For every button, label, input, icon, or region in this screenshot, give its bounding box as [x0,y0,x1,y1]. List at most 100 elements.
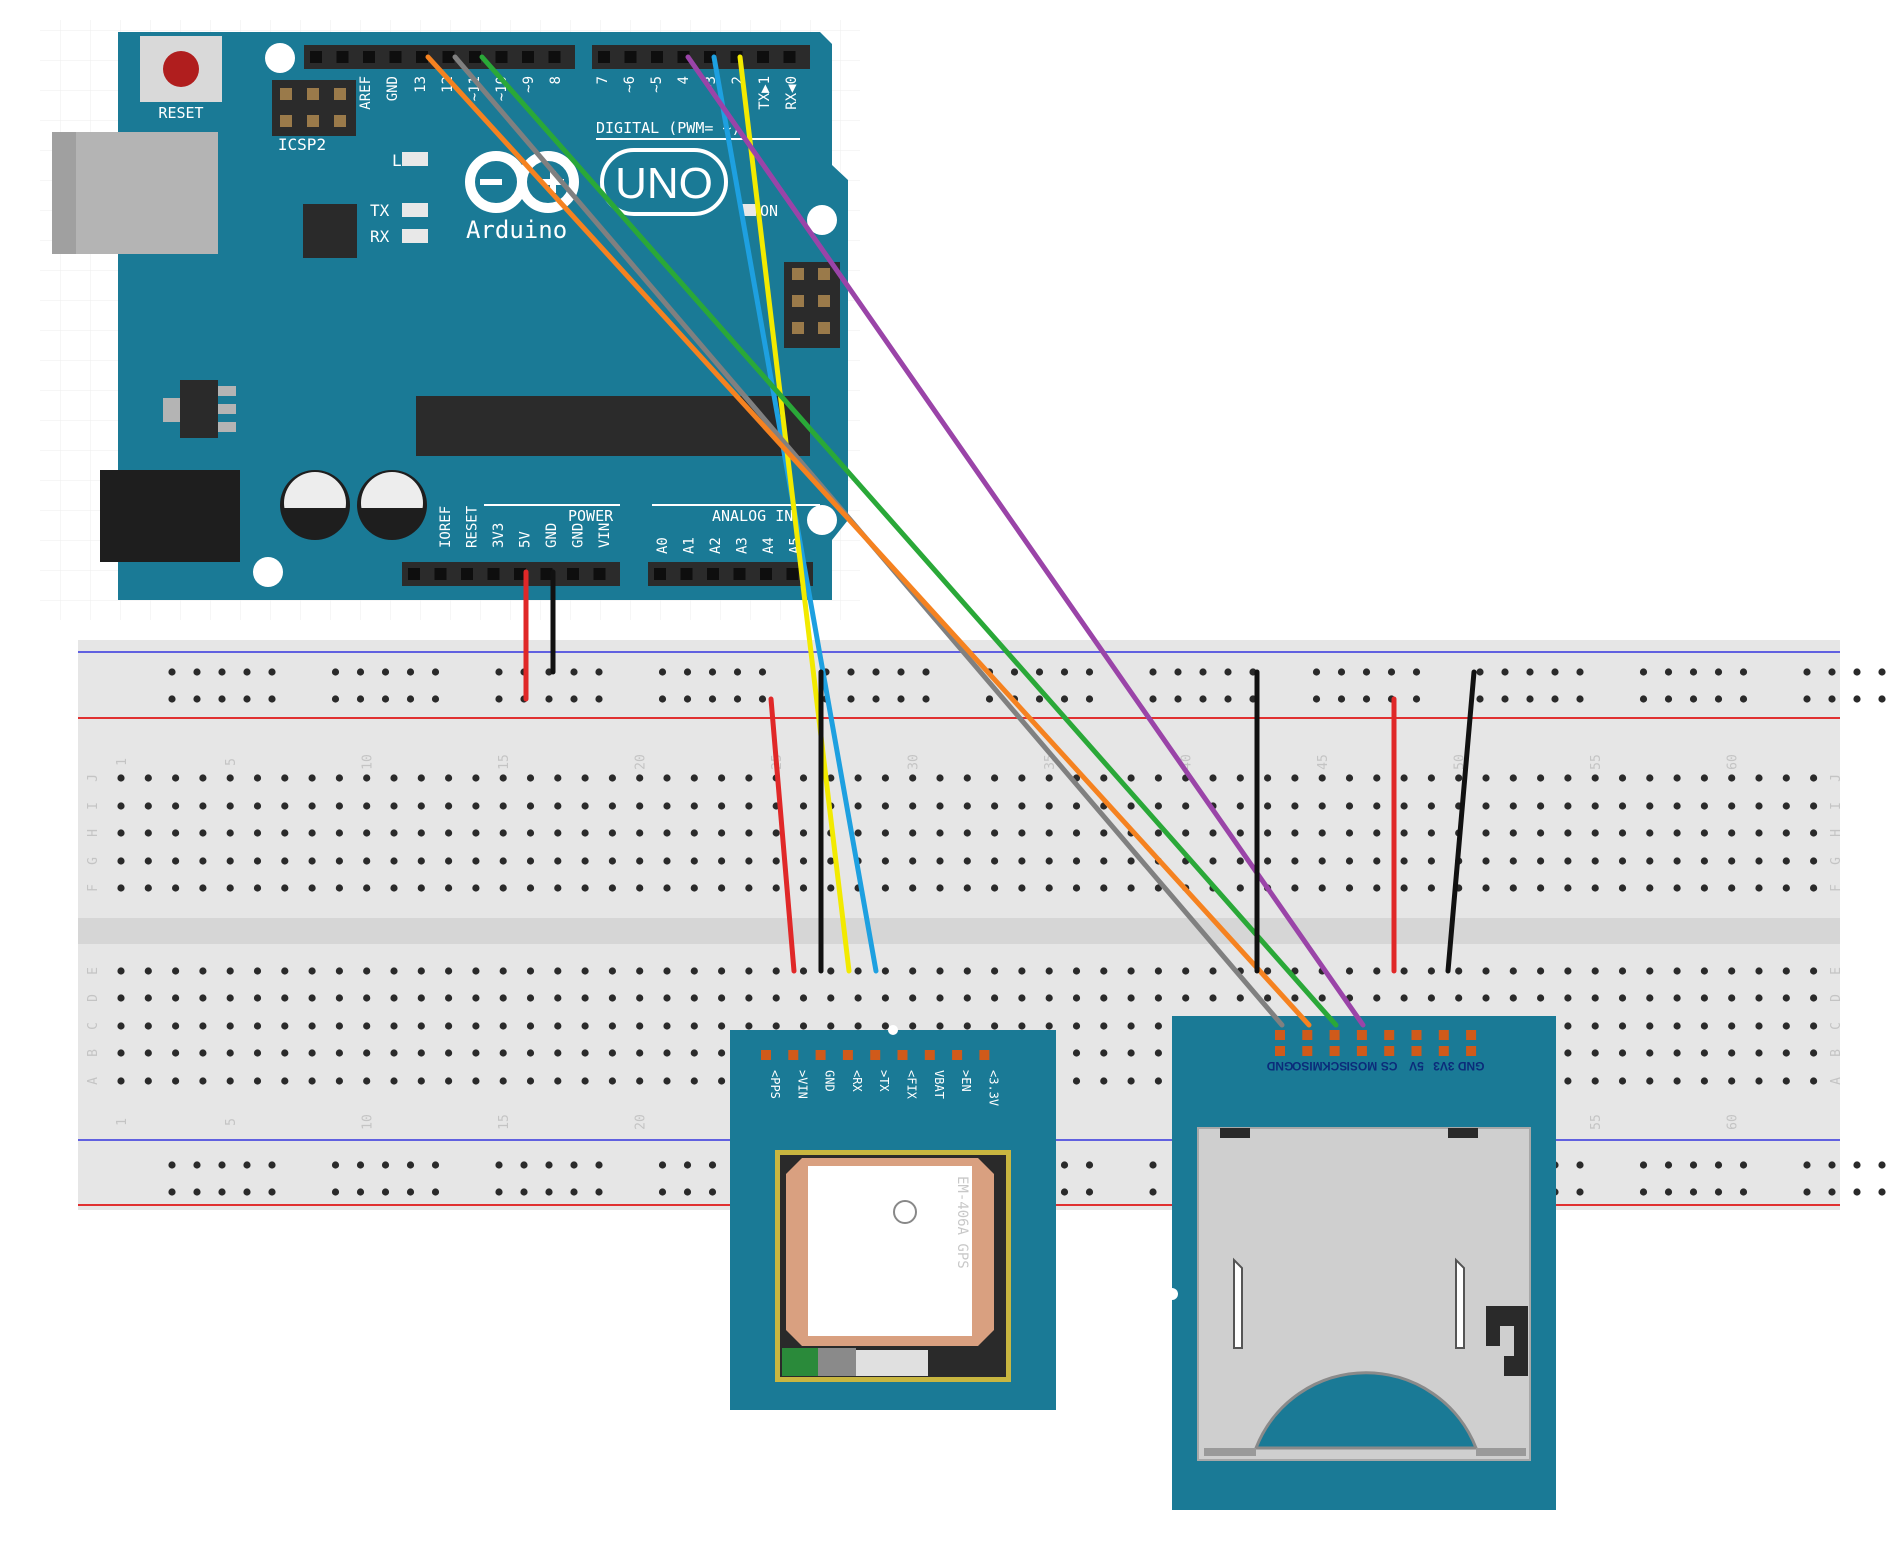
breadboard-hole [1236,994,1244,1002]
breadboard-hole [1810,1049,1818,1057]
breadboard-hole [1427,857,1435,865]
breadboard-hole [308,884,316,892]
breadboard-hole [1482,829,1490,837]
breadboard-hole [335,994,343,1002]
rail-hole [356,1161,365,1169]
breadboard-hole [991,774,999,782]
breadboard-hole [1072,829,1081,837]
breadboard-hole [1373,774,1381,782]
breadboard-hole [199,857,207,865]
rail-hole [1714,668,1723,676]
breadboard-hole [1673,802,1681,810]
gps-pin-pad [842,1050,853,1060]
breadboard-hole [1182,994,1190,1002]
breadboard-hole [1127,1022,1135,1030]
breadboard-hole [1755,884,1763,892]
row-letter: F [86,884,101,892]
breadboard-hole [499,1077,507,1085]
rail-hole [847,668,855,676]
breadboard-hole [445,1022,453,1030]
rail-hole [658,695,667,703]
breadboard-hole [1591,802,1599,810]
breadboard-hole [172,1022,180,1030]
breadboard-hole [172,829,180,837]
breadboard-hole [581,994,589,1002]
rail-hole [1060,1188,1069,1196]
rail-hole [1664,1188,1673,1196]
breadboard-hole [445,884,453,892]
rail-hole [570,668,578,676]
sd-pin-label: 5V [1409,1059,1424,1073]
rail-hole [193,1161,201,1169]
gps-title: EM-406A GPS [954,1176,970,1269]
breadboard-hole [690,1022,698,1030]
breadboard-hole [1154,1077,1162,1085]
rail-hole [1362,668,1371,676]
row-letter: A [86,1077,101,1085]
rail-hole [1803,668,1811,676]
gps-pin-pad [979,1050,990,1060]
breadboard-hole [1564,994,1572,1002]
breadboard-hole [1482,967,1490,975]
reset-label: RESET [158,104,203,122]
breadboard-hole [745,774,753,782]
reset-button[interactable] [163,51,199,87]
breadboard-hole [1400,829,1408,837]
breadboard-hole [745,1022,753,1030]
header-pin [469,51,481,63]
rail-hole [1337,668,1346,676]
breadboard-hole [554,802,562,810]
rail-hole [1387,668,1396,676]
breadboard-hole [554,857,562,865]
breadboard-hole [799,802,808,810]
breadboard-hole [690,857,698,865]
breadboard-hole [117,1022,125,1030]
breadboard-hole [1810,857,1818,865]
gps-pin-pad [815,1050,826,1060]
rail-hole [1664,695,1673,703]
sd-pin-pad [1329,1030,1340,1040]
column-number: 60 [1726,754,1741,770]
rail-hole [168,1188,176,1196]
pin-label: A0 [655,537,671,554]
sd-rail [1476,1448,1526,1456]
column-number: 15 [497,1114,512,1130]
breadboard-hole [363,802,371,810]
sd-pin-pad [1466,1030,1477,1040]
usb-connector-edge [52,132,76,254]
rail-hole [683,1161,692,1169]
breadboard-hole [690,774,698,782]
pin-label: A2 [708,537,724,554]
rail-hole [381,1161,390,1169]
breadboard-hole [445,967,453,975]
breadboard-hole [472,1049,480,1057]
breadboard-hole [1318,802,1326,810]
pin-label: GND [385,76,401,101]
wire-sd-cs [685,54,1366,1028]
rail-hole [1060,1161,1069,1169]
rail-hole [1853,668,1861,676]
analog-header [648,562,813,586]
arduino-uno-board: RESET ICSP2 L TX RX Arduino UNO ON [52,32,848,600]
rail-hole [1739,695,1748,703]
rail-hole [1149,1161,1157,1169]
breadboard-hole [799,994,808,1002]
breadboard-hole [745,857,753,865]
breadboard-hole [663,802,671,810]
breadboard-hole [663,857,671,865]
breadboard-hole [963,802,971,810]
breadboard-hole [526,802,535,810]
breadboard-hole [1264,967,1272,975]
rail-hole [495,1161,503,1169]
breadboard-hole [417,967,425,975]
breadboard-hole [1209,774,1217,782]
breadboard-hole [1728,774,1736,782]
breadboard-hole [1618,1022,1627,1030]
rail-hole [168,668,176,676]
breadboard-hole [199,1022,207,1030]
on-led [742,204,756,216]
breadboard-hole [1700,857,1708,865]
breadboard-hole [1810,884,1818,892]
breadboard-hole [1045,802,1053,810]
